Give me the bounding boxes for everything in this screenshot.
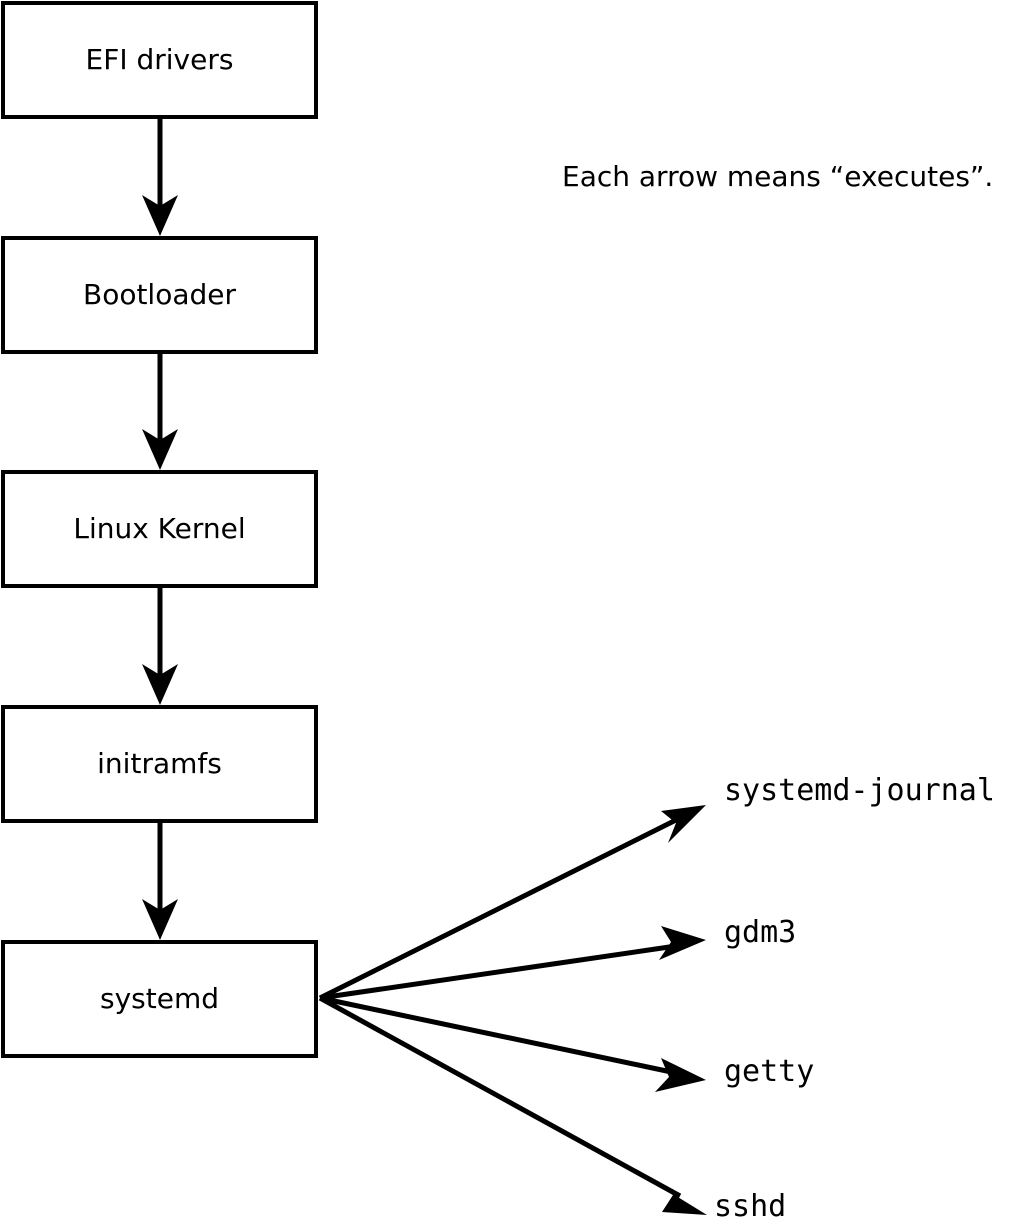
node-label-bootloader: Bootloader (82, 278, 237, 311)
leaf-label-systemd-journal: systemd-journal (724, 773, 995, 808)
arrow-systemd-to-systemd-journal (318, 805, 706, 1001)
arrow-bootloader-to-linux-kernel (142, 354, 178, 470)
node-efi-drivers[interactable]: EFI drivers (1, 1, 318, 119)
leaf-label-getty: getty (724, 1054, 815, 1089)
node-label-initramfs: initramfs (97, 747, 222, 780)
arrow-systemd-to-getty (319, 995, 706, 1092)
arrow-initramfs-to-systemd (142, 823, 178, 940)
node-initramfs[interactable]: initramfs (1, 705, 318, 823)
node-label-efi-drivers: EFI drivers (85, 43, 234, 76)
leaf-label-gdm3: gdm3 (724, 915, 797, 950)
arrow-efi-drivers-to-bootloader (142, 119, 178, 236)
arrow-systemd-to-sshd (318, 995, 707, 1215)
node-linux-kernel[interactable]: Linux Kernel (1, 470, 318, 588)
diagram-caption: Each arrow means “executes”. (562, 160, 994, 193)
node-bootloader[interactable]: Bootloader (1, 236, 318, 354)
node-label-systemd: systemd (100, 982, 219, 1015)
node-systemd[interactable]: systemd (1, 940, 318, 1058)
arrow-systemd-to-gdm3 (319, 926, 706, 1001)
leaf-label-sshd: sshd (714, 1189, 787, 1224)
node-label-linux-kernel: Linux Kernel (73, 512, 246, 545)
arrow-linux-kernel-to-initramfs (142, 588, 178, 705)
